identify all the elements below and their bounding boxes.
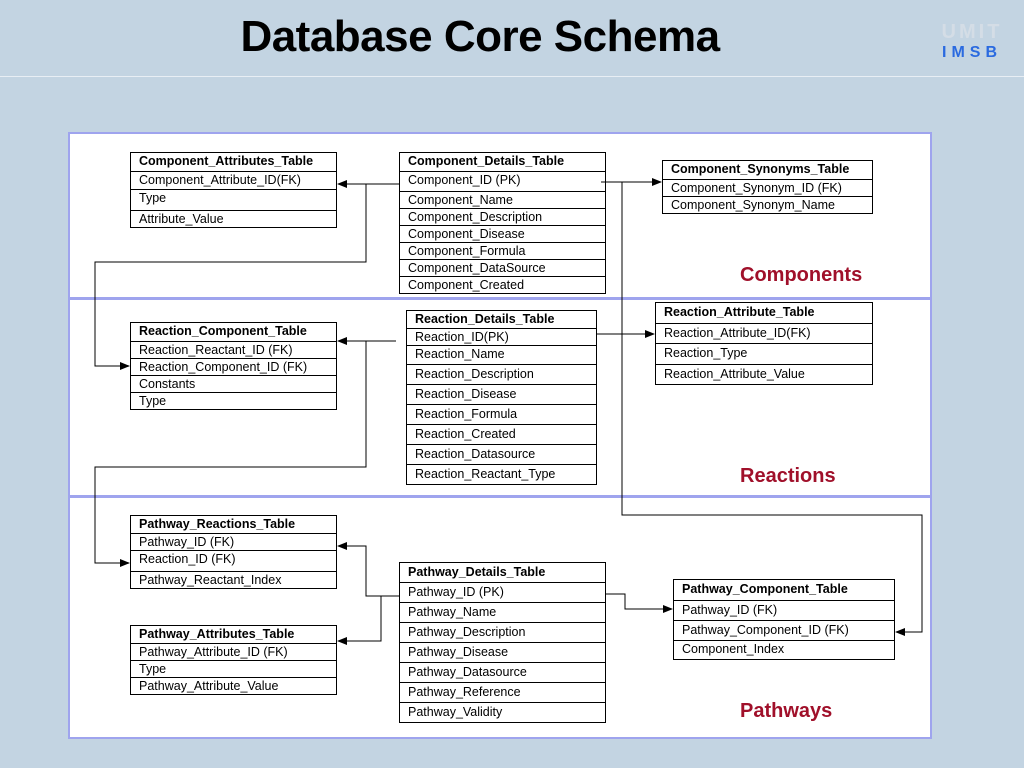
table-header: Pathway_Attributes_Table — [139, 627, 295, 641]
table-field: Component_Disease — [400, 225, 605, 242]
table-field: Pathway_Reactant_Index — [131, 571, 336, 588]
table-field: Reaction_Disease — [407, 384, 596, 404]
table-field: Component_Created — [400, 276, 605, 293]
section-divider-components-reactions — [68, 297, 932, 300]
table-field: Reaction_Reactant_Type — [407, 464, 596, 484]
logo-line-1: UMIT — [941, 21, 1003, 43]
table-field: Pathway_ID (FK) — [674, 600, 894, 620]
section-label-components: Components — [740, 264, 863, 286]
table-field: Pathway_ID (PK) — [400, 582, 605, 602]
logo-line-2: IMSB — [942, 44, 1002, 61]
table-field: Reaction_Attribute_Value — [656, 364, 872, 384]
table-reaction-component: Reaction_Component_Table Reaction_Reacta… — [130, 322, 337, 410]
table-pathway-details: Pathway_Details_Table Pathway_ID (PK) Pa… — [399, 562, 606, 723]
table-header: Reaction_Details_Table — [415, 312, 555, 326]
table-component-details: Component_Details_Table Component_ID (PK… — [399, 152, 606, 294]
table-field: Component_ID (PK) — [400, 171, 605, 191]
table-field: Pathway_Attribute_ID (FK) — [131, 643, 336, 660]
table-field: Pathway_Validity — [400, 702, 605, 722]
table-header: Reaction_Component_Table — [139, 324, 307, 338]
table-field: Type — [131, 660, 336, 677]
table-field: Reaction_Description — [407, 364, 596, 384]
table-field: Type — [131, 392, 336, 409]
table-field: Reaction_Reactant_ID (FK) — [131, 341, 336, 358]
table-field: Constants — [131, 375, 336, 392]
table-header: Reaction_Attribute_Table — [664, 305, 815, 319]
table-field: Reaction_Name — [407, 345, 596, 364]
table-field: Component_Description — [400, 208, 605, 225]
table-field: Pathway_Name — [400, 602, 605, 622]
table-field: Component_Attribute_ID(FK) — [131, 171, 336, 189]
table-field: Reaction_ID(PK) — [407, 328, 596, 345]
link-pathway-details-to-attributes — [337, 596, 382, 645]
table-field: Attribute_Value — [131, 210, 336, 227]
table-header: Component_Details_Table — [408, 154, 565, 168]
table-field: Reaction_Created — [407, 424, 596, 444]
table-pathway-attributes: Pathway_Attributes_Table Pathway_Attribu… — [130, 625, 337, 695]
table-field: Reaction_Type — [656, 343, 872, 364]
section-divider-reactions-pathways — [68, 495, 932, 498]
table-pathway-component: Pathway_Component_Table Pathway_ID (FK) … — [673, 579, 895, 660]
table-header: Component_Attributes_Table — [139, 154, 314, 168]
table-field: Reaction_ID (FK) — [131, 550, 336, 571]
section-label-pathways: Pathways — [740, 700, 833, 722]
table-pathway-reactions: Pathway_Reactions_Table Pathway_ID (FK) … — [130, 515, 337, 589]
table-field: Component_Index — [674, 640, 894, 659]
table-field: Component_Formula — [400, 242, 605, 259]
table-field: Pathway_Reference — [400, 682, 605, 702]
table-field: Reaction_Datasource — [407, 444, 596, 464]
link-component-details-to-pathway-component — [621, 182, 923, 636]
table-field: Pathway_Datasource — [400, 662, 605, 682]
table-field: Type — [131, 189, 336, 210]
table-reaction-details: Reaction_Details_Table Reaction_ID(PK) R… — [406, 310, 597, 485]
table-field: Component_DataSource — [400, 259, 605, 276]
table-field: Reaction_Formula — [407, 404, 596, 424]
table-header: Pathway_Details_Table — [408, 565, 546, 579]
section-label-reactions: Reactions — [740, 465, 836, 487]
link-pathway-details-to-reactions — [337, 542, 399, 597]
link-component-details-to-reaction-component — [94, 184, 367, 370]
table-component-synonyms: Component_Synonyms_Table Component_Synon… — [662, 160, 873, 214]
title-underline — [0, 76, 1024, 77]
table-header: Pathway_Reactions_Table — [139, 517, 296, 531]
table-field: Pathway_ID (FK) — [131, 533, 336, 550]
link-pathway-details-to-pathway-component — [606, 593, 673, 613]
table-field: Pathway_Component_ID (FK) — [674, 620, 894, 640]
table-header: Component_Synonyms_Table — [671, 162, 850, 176]
table-field: Component_Synonym_ID (FK) — [663, 179, 872, 196]
table-field: Component_Name — [400, 191, 605, 208]
table-field: Pathway_Disease — [400, 642, 605, 662]
table-field: Component_Synonym_Name — [663, 196, 872, 213]
link-reaction-details-to-pathway-reactions — [94, 341, 367, 567]
table-header: Pathway_Component_Table — [682, 582, 848, 596]
table-field: Reaction_Attribute_ID(FK) — [656, 323, 872, 343]
table-field: Pathway_Attribute_Value — [131, 677, 336, 694]
umit-logo: UMIT IMSB — [930, 22, 1014, 61]
table-field: Reaction_Component_ID (FK) — [131, 358, 336, 375]
slide-title: Database Core Schema — [240, 12, 720, 61]
table-field: Pathway_Description — [400, 622, 605, 642]
table-reaction-attribute: Reaction_Attribute_Table Reaction_Attrib… — [655, 302, 873, 385]
table-component-attributes: Component_Attributes_Table Component_Att… — [130, 152, 337, 228]
